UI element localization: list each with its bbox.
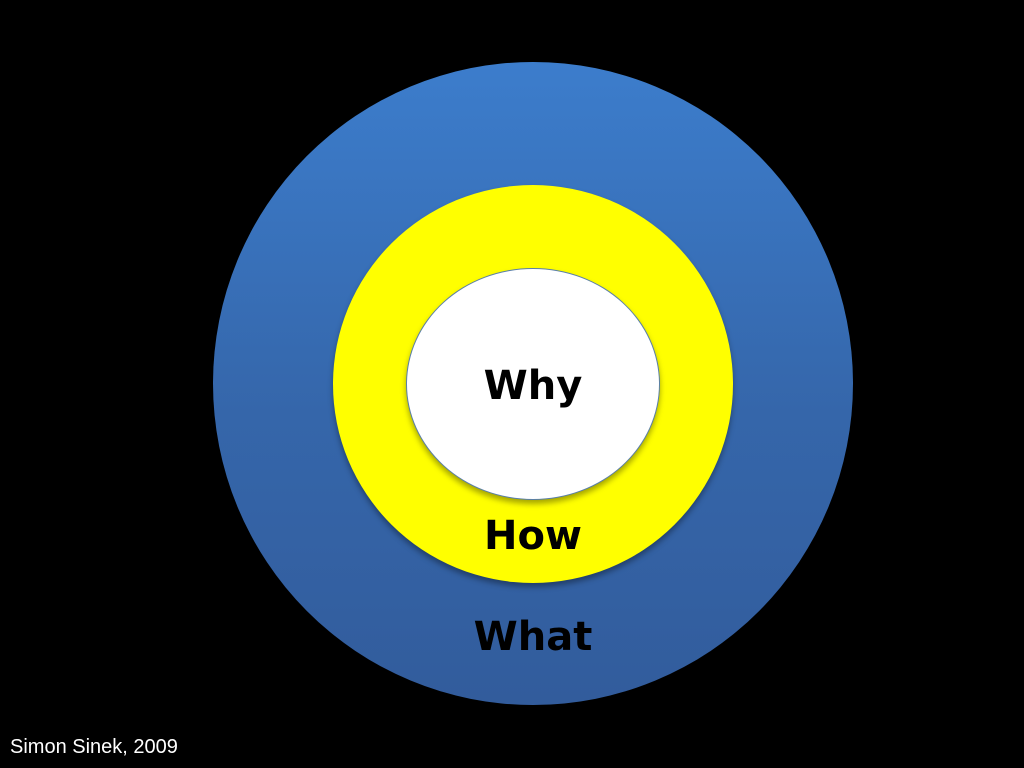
attribution-credit: Simon Sinek, 2009 xyxy=(10,736,178,758)
what-label: What xyxy=(473,614,593,660)
why-label: Why xyxy=(483,363,583,409)
how-label: How xyxy=(484,513,582,559)
inner-circle-why xyxy=(406,268,660,500)
